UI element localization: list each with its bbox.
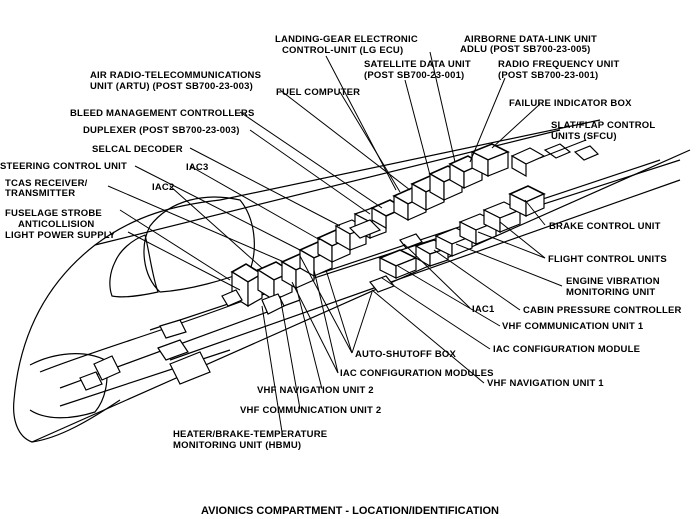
label-vhf-comm-1: VHF COMMUNICATION UNIT 1 bbox=[502, 321, 644, 332]
label-fuel-computer: FUEL COMPUTER bbox=[276, 87, 360, 98]
label-engine-vib-line1: ENGINE VIBRATION bbox=[566, 276, 660, 287]
label-hbmu-line2: MONITORING UNIT (HBMU) bbox=[173, 440, 301, 451]
label-strobe-line1: FUSELAGE STROBE bbox=[5, 208, 102, 219]
label-strobe-line2: ANTICOLLISION bbox=[18, 219, 95, 230]
label-rfu-line1: RADIO FREQUENCY UNIT bbox=[498, 59, 620, 70]
label-brake-control-unit: BRAKE CONTROL UNIT bbox=[549, 221, 661, 232]
label-lg-ecu-line1: LANDING-GEAR ELECTRONIC bbox=[275, 34, 418, 45]
label-failure-indicator-box: FAILURE INDICATOR BOX bbox=[509, 98, 632, 109]
label-engine-vib-line2: MONITORING UNIT bbox=[566, 287, 655, 298]
label-adlu-line2: ADLU (POST SB700-23-005) bbox=[460, 44, 590, 55]
leader-lines bbox=[107, 51, 587, 433]
label-artu-line1: AIR RADIO-TELECOMMUNICATIONS bbox=[90, 70, 261, 81]
label-selcal-decoder: SELCAL DECODER bbox=[92, 144, 183, 155]
label-duplexer: DUPLEXER (POST SB700-23-003) bbox=[83, 125, 240, 136]
label-iac-config-modules: IAC CONFIGURATION MODULES bbox=[340, 368, 494, 379]
label-strobe-line3: LIGHT POWER SUPPLY bbox=[5, 230, 116, 241]
label-hbmu-line1: HEATER/BRAKE-TEMPERATURE bbox=[173, 429, 327, 440]
label-auto-shutoff: AUTO-SHUTOFF BOX bbox=[355, 349, 456, 360]
label-artu-line2: UNIT (ARTU) (POST SB700-23-003) bbox=[90, 81, 253, 92]
label-iac-config-module: IAC CONFIGURATION MODULE bbox=[493, 344, 640, 355]
label-iac2: IAC2 bbox=[152, 182, 174, 193]
label-rfu-line2: (POST SB700-23-001) bbox=[498, 70, 598, 81]
label-sdu-line1: SATELLITE DATA UNIT bbox=[364, 59, 471, 70]
equipment-shapes bbox=[79, 143, 600, 391]
label-sfcu-line1: SLAT/FLAP CONTROL bbox=[551, 120, 655, 131]
label-vhf-nav-2: VHF NAVIGATION UNIT 2 bbox=[257, 385, 374, 396]
label-lg-ecu-line2: CONTROL-UNIT (LG ECU) bbox=[282, 45, 403, 56]
label-iac1: IAC1 bbox=[472, 304, 495, 315]
label-bleed-management: BLEED MANAGEMENT CONTROLLERS bbox=[70, 108, 255, 119]
diagram-caption: AVIONICS COMPARTMENT - LOCATION/IDENTIFI… bbox=[201, 505, 499, 517]
label-tcas-line1: TCAS RECEIVER/ bbox=[5, 178, 88, 189]
label-sdu-line2: (POST SB700-23-001) bbox=[364, 70, 464, 81]
label-adlu-line1: AIRBORNE DATA-LINK UNIT bbox=[464, 34, 597, 45]
label-tcas-line2: TRANSMITTER bbox=[5, 188, 75, 199]
label-sfcu-line2: UNITS (SFCU) bbox=[551, 131, 617, 142]
label-steering-control: STEERING CONTROL UNIT bbox=[0, 161, 127, 172]
label-vhf-comm-2: VHF COMMUNICATION UNIT 2 bbox=[240, 405, 381, 416]
label-vhf-nav-1: VHF NAVIGATION UNIT 1 bbox=[487, 378, 604, 389]
label-iac3: IAC3 bbox=[186, 162, 208, 173]
label-flight-control-units: FLIGHT CONTROL UNITS bbox=[548, 254, 667, 265]
label-cabin-pressure: CABIN PRESSURE CONTROLLER bbox=[523, 305, 682, 316]
component-labels: LANDING-GEAR ELECTRONIC CONTROL-UNIT (LG… bbox=[0, 34, 682, 451]
